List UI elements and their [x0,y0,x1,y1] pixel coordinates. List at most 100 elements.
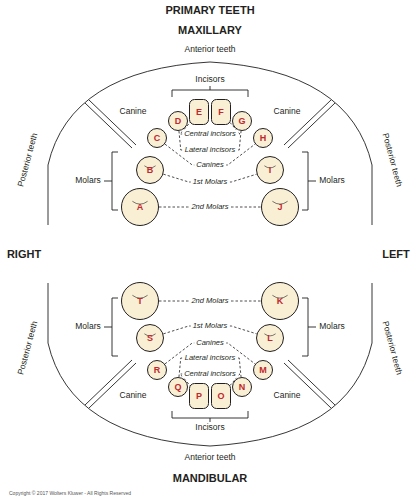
tooth-letter: K [261,296,299,306]
tooth-node: L [256,324,284,352]
tooth-node: K [261,282,299,320]
tooth-shape [169,378,188,397]
incisor-bracket [172,411,248,422]
region-label: Anterior teeth [184,453,235,462]
tooth-letter: Q [168,382,188,392]
connector-label: Central incisors [182,130,238,138]
tooth-node: F [211,99,231,125]
tooth-shape [137,325,164,352]
tooth-node: C [147,128,167,148]
tooth-letter: T [121,296,159,306]
jaw-heading: MAXILLARY [178,24,242,36]
group-label: Molars [75,176,101,185]
tooth-node: M [253,360,273,380]
tooth-letter: F [211,107,231,117]
connector-label: 1st Molars [191,322,230,330]
tooth-shape [233,378,252,397]
molar-bracket [104,298,118,356]
divider-line [284,360,335,408]
tooth-node: B [136,156,164,184]
connector-label: Lateral incisors [183,146,237,154]
tooth-letter: I [256,165,284,175]
tooth-shape [262,189,299,226]
tooth-shape [233,112,252,131]
tooth-letter: L [256,333,284,343]
tooth-node: G [232,111,252,131]
incisor-bracket [172,86,248,97]
tooth-letter: S [136,333,164,343]
molar-bracket [302,152,316,210]
divider-line [85,360,136,408]
tooth-letter: H [253,133,273,143]
tooth-node: A [121,188,159,226]
tooth-shape [148,361,167,380]
connector-label: 2nd Molars [189,203,230,211]
tooth-letter: P [189,391,209,401]
tooth-letter: R [147,365,167,375]
jaw-heading: MANDIBULAR [173,472,248,484]
tooth-letter: D [168,116,188,126]
connector-label: Canines [194,161,226,169]
region-label: Posterior teeth [380,132,403,188]
connector-label: 2nd Molars [189,297,230,305]
lower-arch-outline [48,283,372,446]
side-label: LEFT [382,248,410,260]
tooth-shape [212,384,231,409]
tooth-shape [122,189,159,226]
tooth-node: O [211,383,231,409]
group-label: Molars [319,176,345,185]
tooth-letter: A [121,202,159,212]
side-label: RIGHT [7,248,41,260]
tooth-shape [257,157,284,184]
tooth-node: I [256,156,284,184]
tooth-letter: O [211,391,231,401]
tooth-letter: C [147,133,167,143]
copyright-note: Copyright © 2017 Wolters Kluwer - All Ri… [9,491,131,497]
chart-title: PRIMARY TEETH [165,4,254,16]
tooth-node: T [121,282,159,320]
tooth-node: Q [168,377,188,397]
tooth-letter: B [136,165,164,175]
group-label: Incisors [195,75,224,84]
group-label: Molars [75,322,101,331]
tooth-shape [190,384,209,409]
connector-label: Canines [194,339,226,347]
tooth-type-label: Canine [274,107,301,116]
tooth-shape [122,283,159,320]
molar-bracket [104,152,118,210]
tooth-letter: N [232,382,252,392]
connector-label: Central incisors [182,370,238,378]
tooth-type-label: Canine [120,391,147,400]
upper-arch-outline [48,62,372,225]
tooth-node: R [147,360,167,380]
tooth-shape [169,112,188,131]
tooth-shape [254,129,273,148]
tooth-node: E [189,99,209,125]
region-label: Anterior teeth [184,45,235,54]
tooth-node: D [168,111,188,131]
tooth-type-label: Canine [120,107,147,116]
tooth-node: H [253,128,273,148]
tooth-shape [254,361,273,380]
group-label: Incisors [195,423,224,432]
tooth-letter: G [232,116,252,126]
tooth-shape [212,100,231,125]
tooth-shape [148,129,167,148]
molar-bracket [302,298,316,356]
tooth-letter: J [261,202,299,212]
tooth-shape [137,157,164,184]
connector-label: 1st Molars [191,178,230,186]
tooth-node: J [261,188,299,226]
tooth-type-label: Canine [274,391,301,400]
region-label: Posterior teeth [16,132,39,188]
group-label: Molars [319,322,345,331]
tooth-shape [262,283,299,320]
tooth-letter: E [189,107,209,117]
tooth-node: P [189,383,209,409]
tooth-node: N [232,377,252,397]
region-label: Posterior teeth [380,320,403,376]
tooth-node: S [136,324,164,352]
connector-label: Lateral incisors [183,354,237,362]
region-label: Posterior teeth [16,320,39,376]
